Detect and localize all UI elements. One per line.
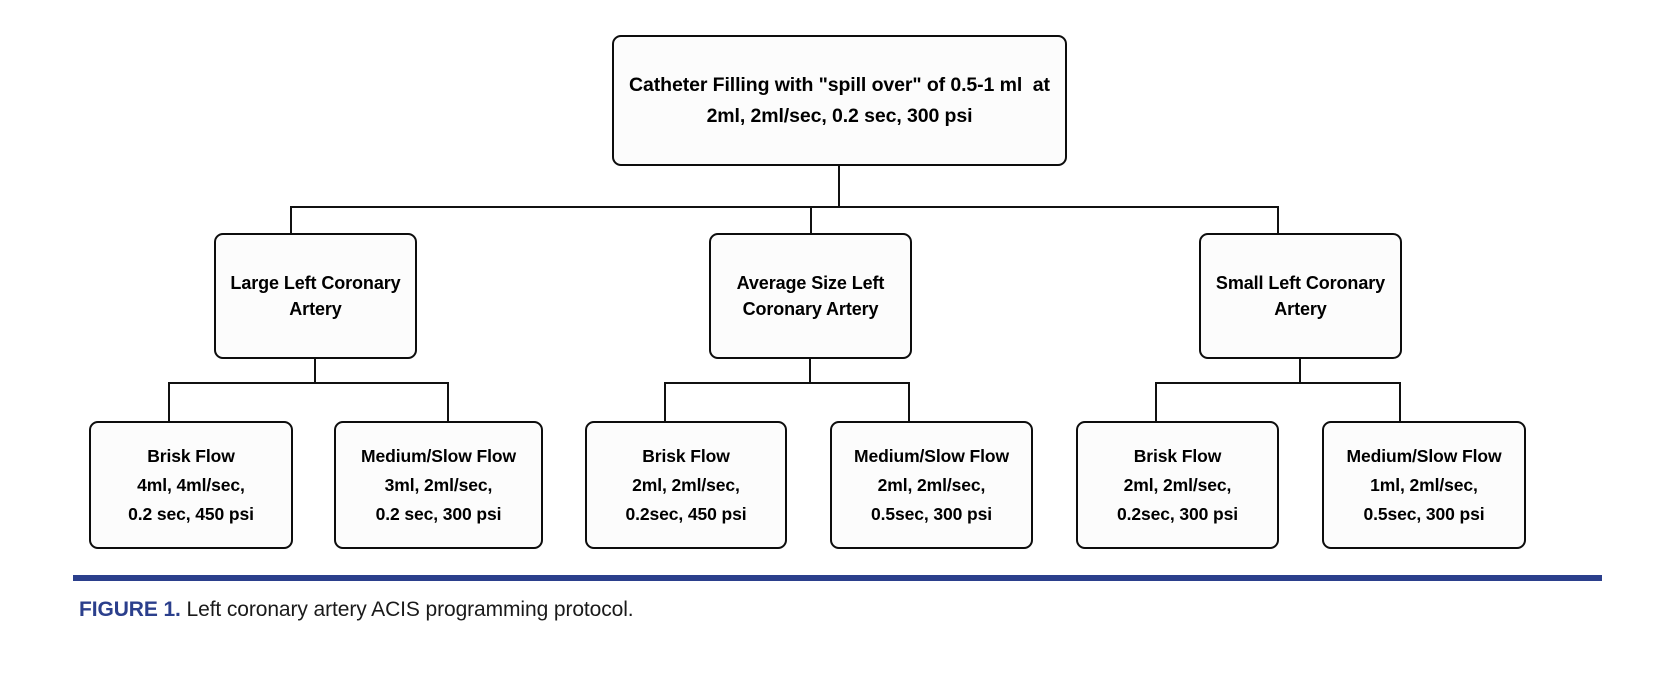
leaf-0-line3: 0.2 sec, 450 psi [128, 503, 254, 524]
leaf-5-line1: Medium/Slow Flow [1346, 445, 1502, 466]
connector-large-drop-left [168, 382, 171, 421]
leaf-1-line1: Medium/Slow Flow [361, 445, 516, 466]
connector-drop-small [1277, 206, 1280, 234]
connector-average-drop-right [908, 382, 911, 421]
leaf-3-line1: Medium/Slow Flow [854, 445, 1009, 466]
leaf-3-line3: 0.5sec, 300 psi [870, 503, 993, 524]
flowchart-node-small-medium-slow-flow: Medium/Slow Flow 1ml, 2ml/sec, 0.5sec, 3… [1322, 421, 1526, 549]
connector-average-bus [664, 382, 910, 385]
connector-average-drop-left [664, 382, 667, 421]
leaf-1-line2: 3ml, 2ml/sec, [384, 474, 493, 495]
flowchart-node-large-brisk-flow: Brisk Flow 4ml, 4ml/sec, 0.2 sec, 450 ps… [89, 421, 293, 549]
node-large-line2: Artery [289, 299, 342, 319]
figure-caption: FIGURE 1. Left coronary artery ACIS prog… [79, 598, 1579, 622]
node-root-line2: 2ml, 2ml/sec, 0.2 sec, 300 psi [706, 104, 973, 127]
connector-small-stem [1299, 359, 1302, 384]
connector-small-drop-right [1399, 382, 1402, 421]
connector-large-stem [314, 359, 317, 384]
connector-drop-average [810, 206, 813, 234]
flowchart-node-average-brisk-flow: Brisk Flow 2ml, 2ml/sec, 0.2sec, 450 psi [585, 421, 787, 549]
leaf-2-line1: Brisk Flow [642, 445, 730, 466]
connector-small-drop-left [1155, 382, 1158, 421]
node-root-line1: Catheter Filling with "spill over" of 0.… [629, 73, 1050, 96]
connector-drop-large [290, 206, 293, 234]
flowchart-node-large-medium-slow-flow: Medium/Slow Flow 3ml, 2ml/sec, 0.2 sec, … [334, 421, 543, 549]
leaf-2-line3: 0.2sec, 450 psi [625, 503, 747, 524]
node-small-line1: Small Left Coronary [1215, 273, 1386, 293]
flowchart-node-small-brisk-flow: Brisk Flow 2ml, 2ml/sec, 0.2sec, 300 psi [1076, 421, 1279, 549]
leaf-5-line2: 1ml, 2ml/sec, [1370, 474, 1478, 495]
leaf-4-line3: 0.2sec, 300 psi [1116, 503, 1239, 524]
node-large-line1: Large Left Coronary [230, 273, 401, 293]
node-small-line2: Artery [1274, 299, 1327, 319]
figure-divider-rule [73, 575, 1602, 581]
leaf-0-line1: Brisk Flow [147, 445, 235, 466]
figure-caption-text: Left coronary artery ACIS programming pr… [180, 598, 634, 621]
leaf-2-line2: 2ml, 2ml/sec, [632, 474, 740, 495]
flowchart-node-large-left-coronary-artery: Large Left Coronary Artery [214, 233, 417, 359]
flowchart-node-average-size-left-coronary-artery: Average Size Left Coronary Artery [709, 233, 912, 359]
connector-average-stem [809, 359, 812, 384]
flowchart-node-root: Catheter Filling with "spill over" of 0.… [612, 35, 1067, 166]
connector-small-bus [1155, 382, 1401, 385]
figure-number-label: FIGURE 1. [79, 598, 181, 621]
flowchart-node-small-left-coronary-artery: Small Left Coronary Artery [1199, 233, 1402, 359]
connector-root-stem [838, 166, 841, 208]
leaf-0-line2: 4ml, 4ml/sec, [137, 474, 245, 495]
leaf-5-line3: 0.5sec, 300 psi [1363, 503, 1485, 524]
node-average-line1: Average Size Left [736, 273, 885, 293]
leaf-3-line2: 2ml, 2ml/sec, [877, 474, 986, 495]
leaf-1-line3: 0.2 sec, 300 psi [375, 503, 502, 524]
leaf-4-line2: 2ml, 2ml/sec, [1123, 474, 1232, 495]
node-average-line2: Coronary Artery [742, 299, 879, 319]
connector-large-drop-right [447, 382, 450, 421]
flowchart-node-average-medium-slow-flow: Medium/Slow Flow 2ml, 2ml/sec, 0.5sec, 3… [830, 421, 1033, 549]
connector-large-bus [168, 382, 449, 385]
connector-level2-bus [290, 206, 1279, 209]
leaf-4-line1: Brisk Flow [1133, 445, 1222, 466]
